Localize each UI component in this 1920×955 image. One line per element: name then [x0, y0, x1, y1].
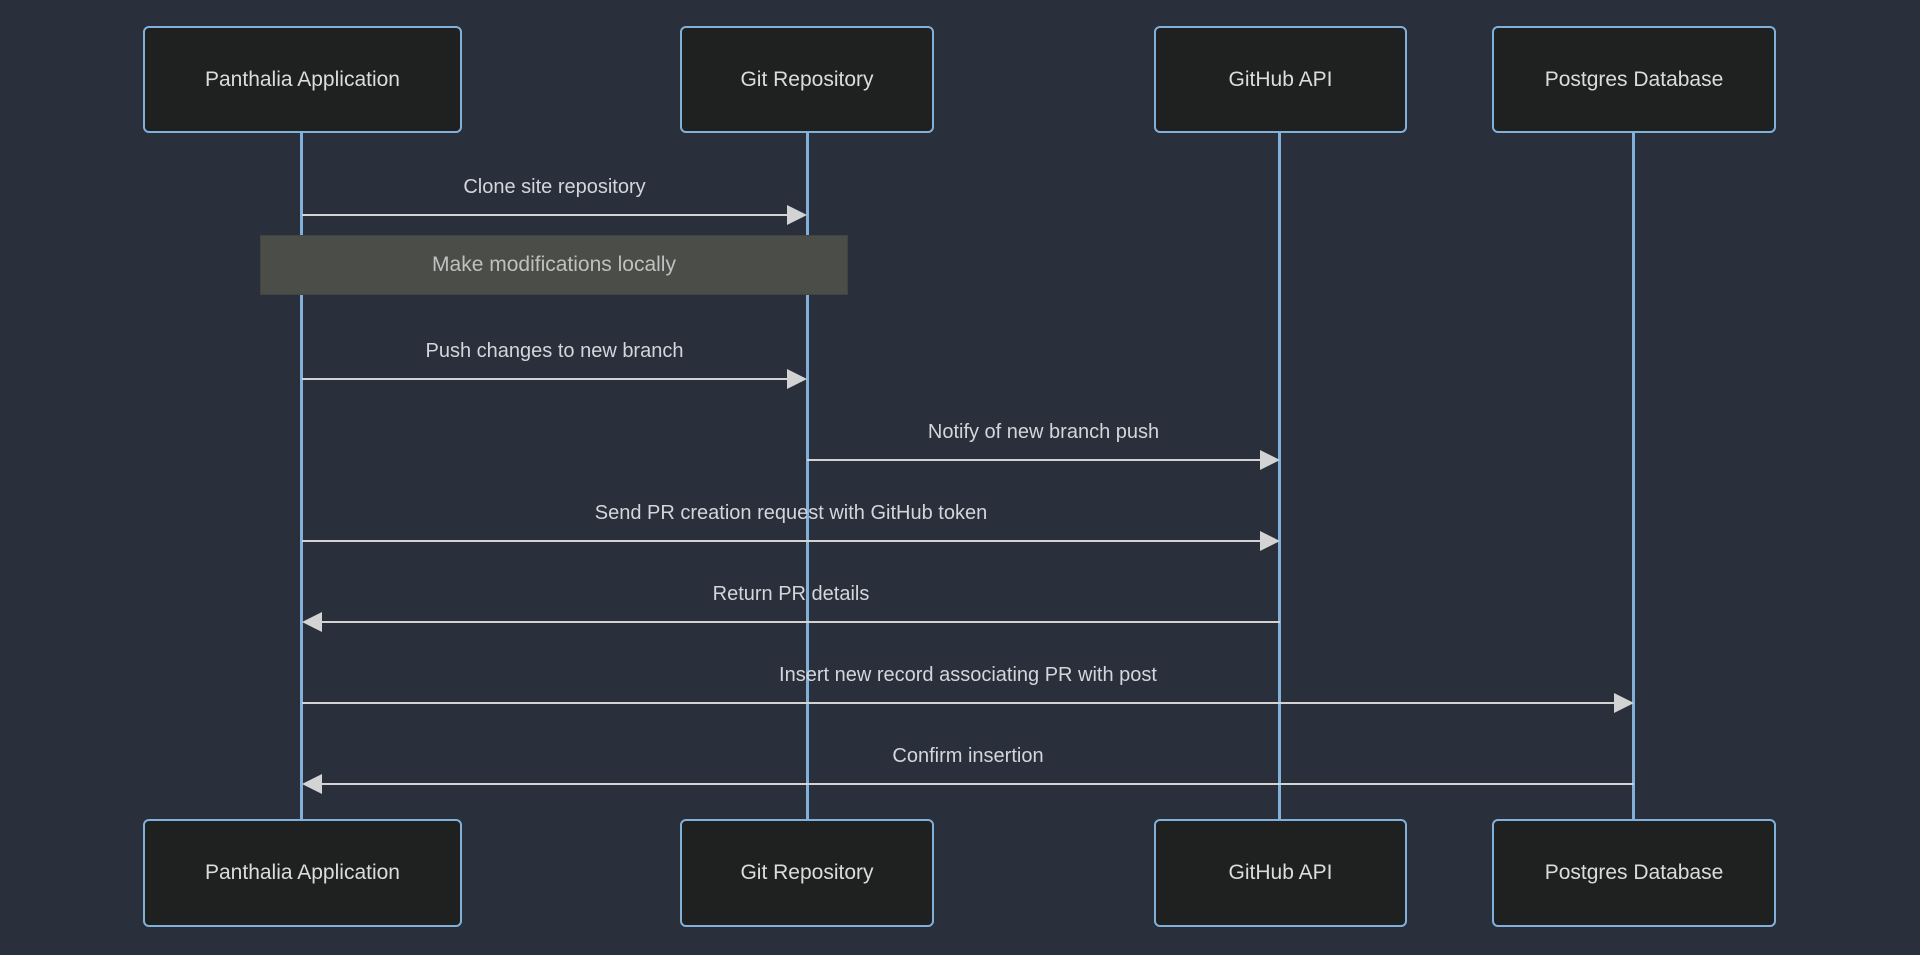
actor-top-git-repository: Git Repository	[680, 26, 934, 133]
actor-bottom-github-api: GitHub API	[1154, 819, 1407, 927]
actor-label: Postgres Database	[1544, 861, 1724, 884]
message-line	[807, 459, 1262, 461]
actor-bottom-postgres-database: Postgres Database	[1492, 819, 1776, 927]
message-label-send-pr-request: Send PR creation request with GitHub tok…	[594, 501, 988, 524]
message-line	[320, 621, 1280, 623]
message-label-notify-branch-push: Notify of new branch push	[927, 420, 1160, 443]
actor-bottom-git-repository: Git Repository	[680, 819, 934, 927]
note-make-modifications-locally: Make modifications locally	[260, 235, 848, 295]
arrowhead-right-icon	[1260, 531, 1280, 551]
actor-label: GitHub API	[1228, 67, 1333, 91]
message-label-confirm-insertion: Confirm insertion	[892, 744, 1044, 767]
arrowhead-left-icon	[302, 774, 322, 794]
lifeline-postgres-database	[1632, 133, 1635, 819]
lifeline-git-repository	[806, 133, 809, 819]
actor-label: Git Repository	[740, 861, 874, 884]
message-label-push-changes: Push changes to new branch	[425, 339, 684, 362]
message-label-clone-site-repository: Clone site repository	[463, 175, 646, 198]
actor-top-github-api: GitHub API	[1154, 26, 1407, 133]
message-label-insert-record: Insert new record associating PR with po…	[779, 663, 1157, 686]
message-line	[302, 378, 789, 380]
arrowhead-left-icon	[302, 612, 322, 632]
message-label-return-pr-details: Return PR details	[712, 582, 870, 605]
lifeline-panthalia-application	[300, 133, 303, 819]
actor-label: Postgres Database	[1544, 67, 1724, 91]
actor-label: GitHub API	[1228, 861, 1333, 884]
actor-top-panthalia-application: Panthalia Application	[143, 26, 462, 133]
lifeline-github-api	[1278, 133, 1281, 819]
actor-label: Git Repository	[740, 67, 874, 91]
arrowhead-right-icon	[1614, 693, 1634, 713]
message-line	[302, 702, 1616, 704]
actor-label: Panthalia Application	[205, 67, 400, 91]
arrowhead-right-icon	[787, 205, 807, 225]
note-label: Make modifications locally	[432, 253, 676, 276]
message-line	[320, 783, 1634, 785]
arrowhead-right-icon	[787, 369, 807, 389]
actor-bottom-panthalia-application: Panthalia Application	[143, 819, 462, 927]
arrowhead-right-icon	[1260, 450, 1280, 470]
message-line	[302, 540, 1262, 542]
actor-top-postgres-database: Postgres Database	[1492, 26, 1776, 133]
message-line	[302, 214, 789, 216]
actor-label: Panthalia Application	[205, 861, 400, 884]
